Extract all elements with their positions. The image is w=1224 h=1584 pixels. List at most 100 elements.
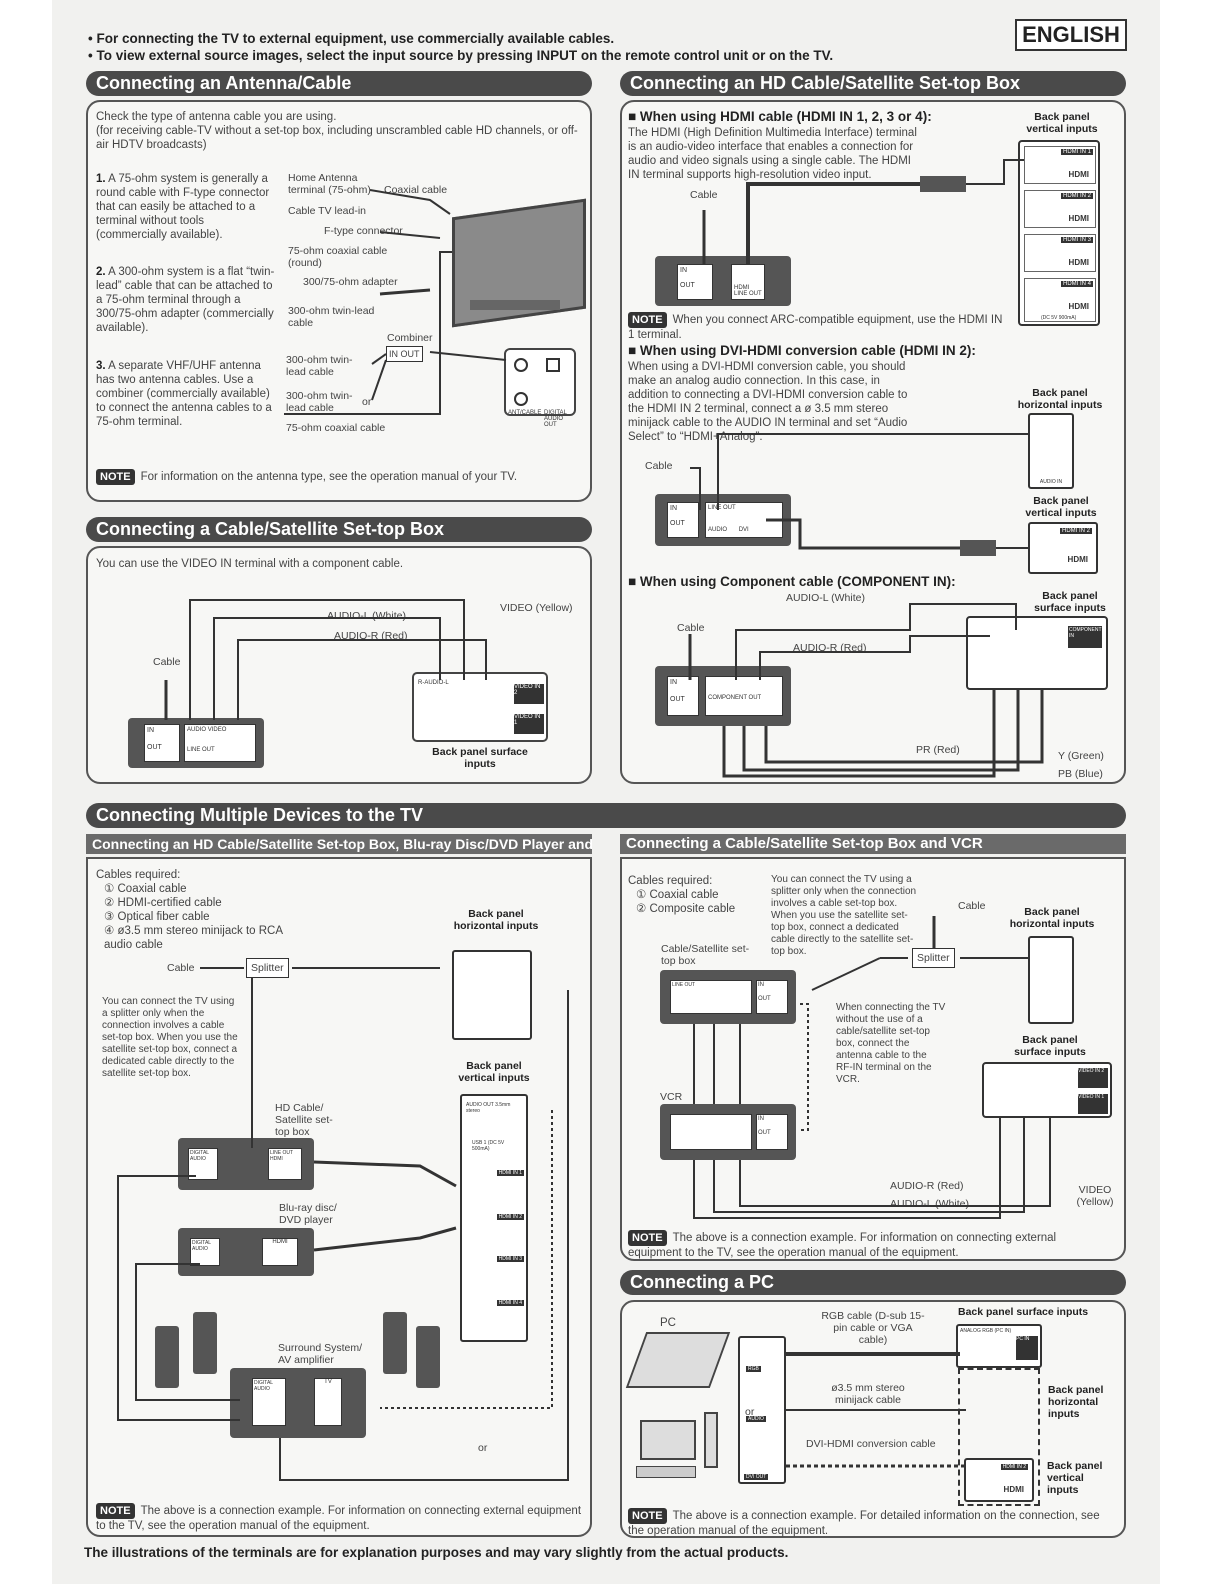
dvi-hdmi-in2-port[interactable]: HDMI IN 2 HDMI [1028,522,1098,574]
hd-stb-label: HD Cable/ Satellite set-top box [275,1102,333,1138]
multi-cable-label: Cable [167,962,195,974]
vcr-cable-item-2: ② Composite cable [636,903,736,915]
cable-item-3: ③ Optical fiber cable [104,911,210,923]
vcr-cable-item-1: ① Coaxial cable [636,889,719,901]
video-in1-label: VIDEO IN 1 [514,714,544,734]
cable-stb-intro: You can use the VIDEO IN terminal with a… [96,558,404,570]
multiple-panel-right [620,857,1126,1261]
cable-stb-section-title: Connecting a Cable/Satellite Set-top Box [86,517,592,542]
vcr-horizontal-panel [1028,936,1074,1024]
speaker-1 [155,1326,179,1388]
label-cable-tv: Cable TV lead-in [288,205,367,217]
pc-section-title: Connecting a PC [620,1270,1126,1295]
speaker-3 [383,1312,407,1374]
multi-vertical-panel: AUDIO OUT 3.5mm stereo USB 1 (DC 5V 500m… [460,1094,528,1342]
hdmi-cable-label: Cable [690,189,718,201]
label-round: 75-ohm coaxial cable (round) [288,245,388,269]
component-heading: ■ When using Component cable (COMPONENT … [628,574,956,589]
dvi-cable-label: Cable [645,460,673,472]
pb-label: PB (Blue) [1058,768,1103,780]
vcr-audio-r-label: AUDIO-R (Red) [890,1180,964,1192]
video-in2-label: VIDEO IN 2 [514,684,544,704]
multi-audio-out-label: AUDIO OUT 3.5mm stereo [466,1102,511,1114]
ant-cable-terminal [514,358,528,372]
dvi-heading: ■ When using DVI-HDMI conversion cable (… [628,343,976,358]
header-bullet-1: • For connecting the TV to external equi… [88,31,615,46]
tv-stand [470,300,560,310]
component-in-panel: COMPONENT IN [966,616,1108,690]
minijack-label: ø3.5 mm stereo minijack cable [831,1382,905,1406]
stb-video-label: VIDEO [207,727,227,733]
hd-stb-section-title: Connecting an HD Cable/Satellite Set-top… [620,71,1126,96]
vcr-cables-list: ① Coaxial cable ② Composite cable [636,888,735,916]
antenna-item-2: 2. A 300-ohm system is a flat “twin-lead… [96,266,275,334]
pc-hdmi-in2-port[interactable]: HDMI IN 2 HDMI [964,1458,1034,1502]
comp-back-surface-label: Back panel surface inputs [1034,590,1106,614]
label-video: VIDEO (Yellow) [500,602,573,614]
speaker-4 [416,1326,440,1388]
antenna-item-1: 1. A 75-ohm system is generally a round … [96,173,270,241]
multi-splitter-text: You can connect the TV using a splitter … [102,996,238,1079]
footer-disclaimer: The illustrations of the terminals are f… [84,1545,789,1560]
bluray-label: Blu-ray disc/ DVD player [279,1202,337,1226]
multi-hd-stb-device: DIGITAL AUDIO LINE OUT HDMI [178,1138,314,1190]
hdmi-line-out-label: HDMI LINE OUT [731,264,765,300]
antenna-item-3: 3. A separate VHF/UHF antenna has two an… [96,360,272,428]
stb-out-label: OUT [147,744,162,751]
vcr-video-label: VIDEO (Yellow) [1076,1184,1114,1208]
ant-cable-terminal-2 [514,392,528,406]
pc-terminal-panel: RGB AUDIO DVI OUT [738,1336,786,1484]
component-out-label: COMPONENT OUT [705,676,783,716]
multi-bluray-device: DIGITAL AUDIO HDMI [178,1228,314,1276]
antenna-section-title: Connecting an Antenna/Cable [86,71,592,96]
digital-audio-out-label: DIGITAL AUDIO OUT [544,410,567,428]
dvi-hdmi-label: DVI-HDMI conversion cable [806,1438,936,1450]
multi-horizontal-panel [452,950,532,1040]
antenna-intro: Check the type of antenna cable you are … [96,111,578,151]
audio-in-panel: AUDIO IN [1028,413,1074,489]
rgb-cable-label: RGB cable (D-sub 15-pin cable or VGA cab… [821,1310,925,1346]
pc-back-vertical-label: Back panel vertical inputs [1047,1460,1103,1496]
multi-splitter: Splitter [246,958,289,978]
label-coax75: 75-ohm coaxial cable [286,422,386,434]
optical-terminal [546,358,560,372]
pc-dashed-panel [958,1368,1040,1506]
pr-label: PR (Red) [916,744,960,756]
vcr-splitter-text: You can connect the TV using a splitter … [771,874,917,957]
vcr-label: VCR [660,1091,683,1103]
label-or: or [362,396,372,408]
multiple-sub2-title: Connecting a Cable/Satellite Set-top Box… [620,834,1126,854]
pc-label: PC [660,1317,676,1329]
label-combiner: Combiner [387,332,433,344]
vcr-splitter: Splitter [912,948,955,968]
combiner-box: IN OUT [386,346,423,362]
multi-back-horizontal-label: Back panel horizontal inputs [453,908,539,932]
antenna-terminal-panel: ANT/CABLE DIGITAL AUDIO OUT [504,348,576,428]
dvi-back-horizontal-label: Back panel horizontal inputs [1017,387,1103,411]
vcr-cable-label: Cable [958,900,986,912]
dvi-back-vertical-label: Back panel vertical inputs [1025,495,1097,519]
speaker-2 [193,1312,217,1374]
pc-surface-panel: ANALOG RGB (PC IN) PC IN [956,1324,1042,1368]
dvi-text: When using a DVI-HDMI conversion cable, … [628,361,908,443]
desktop-tower [704,1412,718,1468]
